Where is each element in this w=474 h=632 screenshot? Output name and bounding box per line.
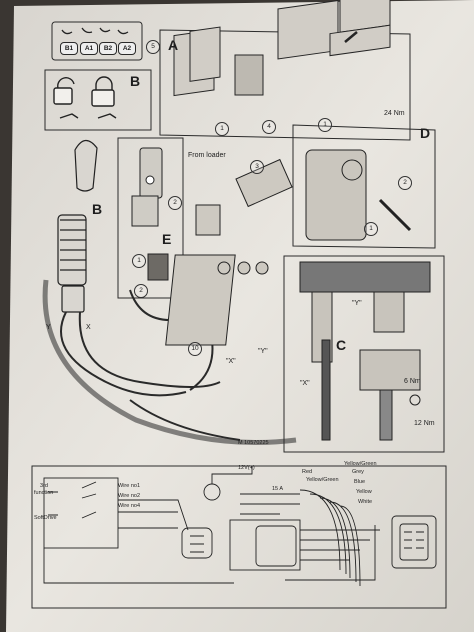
wire-no1-label: Wire no1 [118,483,141,489]
callout-1d: 1 [364,222,378,236]
panel-label-a: A [168,37,179,53]
callout-2d: 2 [398,176,412,190]
drawing-number: M 10570225 [238,440,269,446]
mark-x-center: "X" [226,358,236,365]
color-label-blue: Blue [354,479,366,485]
button-code-b2: B2 [99,42,117,55]
button-legend-box [51,21,143,61]
callout-4: 4 [262,120,276,134]
mark-y-inset: "Y" [352,300,362,307]
panel-label-e: E [162,231,172,247]
panel-label-b-left: B [92,201,103,217]
center-valve-assembly [165,158,293,346]
panel-label-d: D [420,125,431,141]
panel-label-c: C [336,337,347,353]
button-arrow-icons [61,27,129,35]
button-code-b1: B1 [60,42,78,55]
callout-1e: 1 [132,254,146,268]
panel-e-connectors [131,147,169,281]
panel-d-parts [305,149,412,241]
color-label-white: White [358,499,373,505]
panel-b-box [44,69,152,131]
panel-a-valves [173,0,391,97]
color-label-yellow-green: Yellow/Green [306,477,339,483]
wiring-diagram-box [31,465,447,609]
callout-1a: 1 [215,122,229,136]
panel-e-box [117,137,184,299]
panel-c-box [283,255,445,453]
wiring-schematic [43,466,437,587]
panel-c-parts [299,261,431,441]
joystick-handle [57,139,98,313]
color-label-red: Red [302,469,313,475]
wire-no4-label: Wire no4 [118,503,141,509]
mark-y-center: "Y" [258,348,268,355]
softdrive-label: SoftDrive [34,515,57,521]
third-function-label-2: function [34,490,54,496]
wire-no2-label: Wire no2 [118,493,141,499]
callout-3: 3 [250,160,264,174]
color-label-grey: Grey [352,469,364,475]
button-code-a2: A2 [118,42,136,55]
torque-12nm: 12 Nm [414,420,435,427]
color-label-yellow-green-top: Yellow/Green [344,461,377,467]
torque-6nm: 6 Nm [404,378,421,385]
voltage-label: 12V(+) [238,465,255,471]
padlock-icons [53,76,117,119]
mark-y-left: Y [46,324,51,331]
callout-2e: 2 [134,284,148,298]
third-function-label-1: 3rd [40,483,48,489]
panel-label-b-top: B [130,73,141,89]
mark-x-left: X [86,324,91,331]
callout-10: 10 [188,342,202,356]
fuse-label: 15 A [272,486,284,492]
color-label-yellow: Yellow [356,489,372,495]
callout-1b: 1 [318,118,332,132]
mark-x-inset: "X" [300,380,310,387]
callout-2c: 2 [168,196,182,210]
panel-d-box [292,124,436,249]
button-code-a1: A1 [80,42,98,55]
callout-5: 5 [146,40,160,54]
from-loader-label: From loader [188,152,226,159]
torque-24nm: 24 Nm [384,110,405,117]
